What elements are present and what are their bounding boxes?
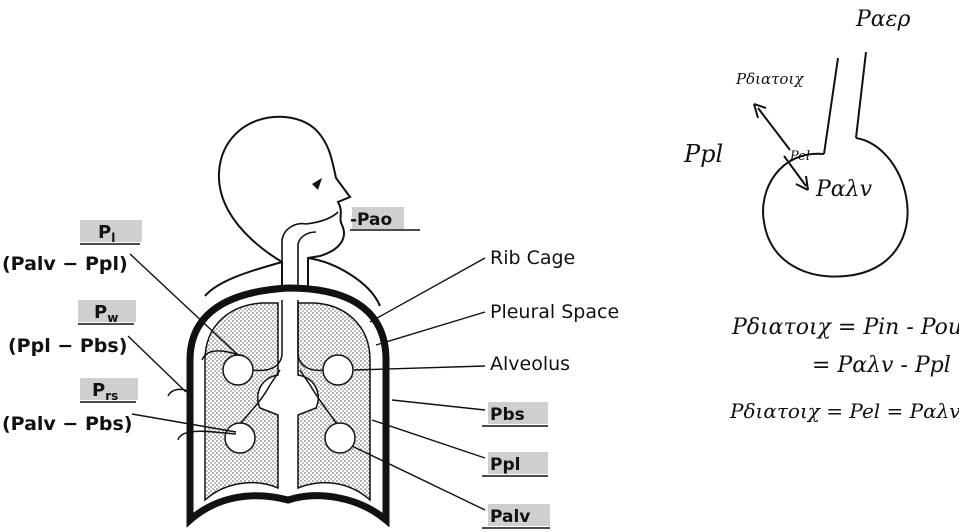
leader-ppl (371, 419, 486, 459)
alveolus-upper-left (222, 354, 254, 386)
leader-alveolus (353, 365, 486, 371)
label-p-aer: Pαερ (855, 7, 910, 32)
highlight-pl (80, 220, 142, 242)
highlight-pw (78, 300, 136, 322)
inward-arrowhead (795, 175, 809, 191)
label-p-alv-inside: Pαλv (815, 177, 873, 202)
label-p-el: Pel (789, 149, 810, 164)
label-alveolus: Alveolus (490, 353, 570, 375)
label-pl-formula: (Palv − Ppl) (2, 253, 128, 275)
eye-mark (312, 178, 322, 190)
label-pl: Pl (98, 222, 115, 245)
probe-pw (167, 388, 191, 397)
alveolus-upper-right (322, 354, 354, 386)
label-pao: -Pao (350, 210, 392, 230)
highlight-palv (488, 504, 550, 526)
highlight-ppl (488, 452, 548, 474)
label-ppl: Ppl (490, 455, 520, 475)
leader-palv (351, 445, 486, 511)
leader-rib (369, 257, 486, 323)
head-outline (217, 115, 352, 300)
alveolus-lower-left (224, 422, 256, 454)
shoulder-outline (204, 257, 381, 307)
label-palv: Palv (490, 507, 530, 527)
inward-arrow (783, 155, 807, 187)
lung-body-schematic: Pl (Palv − Ppl) Pw (Ppl − Pbs) Prs (Palv… (2, 115, 619, 529)
equation-line-1: Pδιατοιχ = Pin - Pout (731, 315, 959, 340)
equation-line-3: Pδιατοιχ = Pel = Pαλv - Ppl (729, 399, 959, 423)
label-prs: Prs (92, 380, 118, 403)
label-pbs: Pbs (490, 405, 525, 425)
equation-line-2: = Pαλv - Ppl (812, 353, 951, 378)
airway-stem (823, 51, 867, 155)
mouth (305, 211, 339, 225)
highlight-pao (352, 207, 404, 229)
right-lung (297, 302, 371, 502)
trachea (281, 222, 317, 300)
label-p-pl-outside: Ppl (683, 140, 723, 168)
label-p-diatoix-top: Pδιατοιχ (735, 70, 804, 88)
probe-prs (177, 430, 237, 441)
label-pleural-space: Pleural Space (490, 301, 619, 323)
label-prs-formula: (Palv − Pbs) (2, 413, 133, 435)
bronchial-tree (239, 300, 341, 429)
label-pw-formula: (Ppl − Pbs) (8, 335, 127, 357)
leader-pw (127, 335, 187, 393)
label-pw: Pw (94, 302, 118, 325)
left-lung (204, 302, 279, 502)
leader-pl (129, 253, 239, 356)
leader-pbs (391, 399, 486, 411)
outward-arrow (757, 107, 791, 151)
alveolus-lower-right (324, 422, 356, 454)
label-rib-cage: Rib Cage (490, 247, 575, 269)
probe-pl (201, 350, 245, 361)
handwritten-alveolus-sketch: Pαερ Pδιατοιχ Ppl Pel Pαλv Pδιατοιχ = Pi… (683, 7, 959, 423)
alveolus-balloon (762, 137, 909, 278)
outward-arrowhead (753, 103, 767, 119)
leader-prs (131, 413, 237, 433)
highlight-prs (80, 378, 138, 400)
leader-pleural (375, 311, 486, 346)
highlight-pbs (488, 402, 548, 424)
